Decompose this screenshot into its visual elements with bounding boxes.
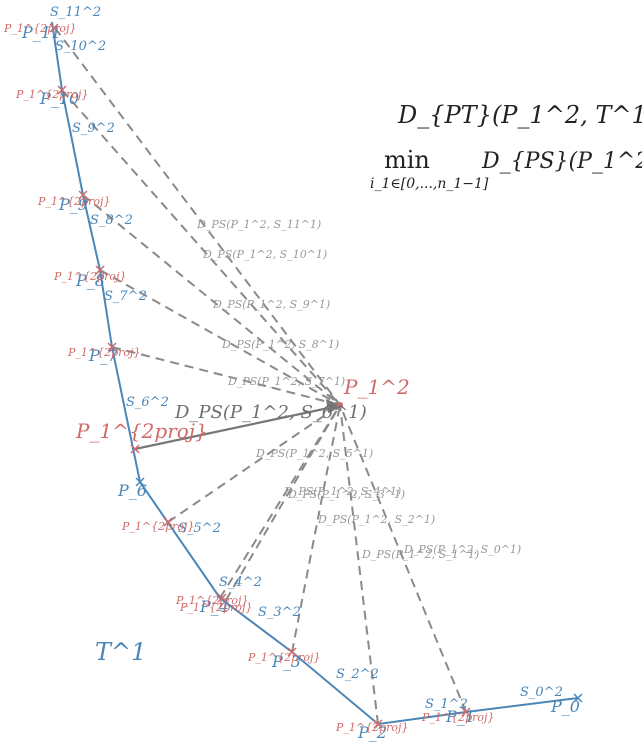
dashed-distance-lines [54,27,467,725]
proj-marker-9 [78,190,88,200]
distance-label: D_PS(P_1^2, S_7^1) [227,375,345,388]
distance-label: D_PS(P_1^2, S_8^1) [221,338,339,351]
main-distance-label: D_PS(P_1^2, S_6^1) [174,402,367,423]
vertex-markers [135,477,583,703]
segment-label: S_2^2 [336,667,379,682]
formula-min: min [384,146,430,174]
dashed-line-7 [111,346,341,406]
curve-label: T^1 [95,638,146,666]
segment-labels: S_0^2 S_1^2 S_2^2 S_3^2 S_4^2 S_5^2 S_6^… [50,5,563,712]
formula-sub: i_1∈[0,...,n_1−1] [370,176,489,192]
proj-marker-6 [130,444,140,454]
distance-label: D_PS(P_1^2, S_5^1) [255,447,373,460]
proj-marker-10 [57,85,67,95]
vertex-label: P_8 [75,271,105,290]
proj-label: P_1^{2proj} [121,520,194,533]
proj-marker-3 [287,647,297,657]
distance-label: D_PS(P_1^2, S_4^1) [283,485,401,498]
vertex-label: P_2 [357,723,387,742]
projection-markers [49,23,471,729]
proj-marker-11 [49,23,59,33]
formula-line1: D_{PT}(P_1^2, T^1) = [397,101,642,129]
proj-label: P_1^{2proj} [421,711,494,724]
segment-label: S_3^2 [258,605,301,620]
distance-label: D_PS(P_1^2, S_9^1) [212,298,330,311]
proj-label: P_1^{2proj} [247,651,320,664]
formula-line2: D_{PS}(P_1^2, S_{i_1}^1) [481,149,642,174]
dashed-line-5 [167,404,341,523]
distance-label: D_PS(P_1^2, S_11^1) [196,218,321,231]
query-point [337,402,343,408]
main-arrowhead [326,399,342,413]
proj-marker-5 [163,517,173,527]
dashed-line-1 [339,404,467,713]
vertex-label: P_7 [88,346,119,365]
proj-label: P_1^{2proj} [335,721,408,734]
projection-labels: P_1^{2proj} P_1^{2proj} P_1^{2proj} P_1^… [3,22,494,734]
vertex-labels: P_0 P_1 P_2 P_3 P_4 P_6 P_7 P_8 P_9 P_10… [21,23,580,742]
vertex-marker-6 [135,477,145,487]
vertex-label: P_10 [39,89,79,108]
dashed-line-10 [61,89,341,406]
proj-label: P_1^{2proj} [67,346,140,359]
query-point-label: P_1^2 [343,375,410,399]
segment-label: S_0^2 [520,685,563,700]
dashed-line-3 [291,404,341,653]
distance-label: D_PS(P_1^2, S_2^1) [317,513,435,526]
vertex-label: P_3 [271,652,301,671]
proj-marker-7 [107,342,117,352]
proj-marker-1 [461,707,471,717]
dashed-line-4a [219,404,341,599]
proj-label: P_1^{2proj} [53,270,126,283]
segment-label: S_5^2 [178,521,221,536]
segment-label: S_4^2 [219,575,262,590]
distance-label: D_PS(P_1^2, S_10^1) [202,248,327,261]
proj-marker-2 [373,719,383,729]
proj-label: P_1^{2proj} [179,601,252,614]
segment-label: S_6^2 [126,395,169,410]
distance-label: D_PS(P_1^2, S_0^1) [403,543,521,556]
segment-label: S_8^2 [90,213,133,228]
proj-label: P_1^{2proj} [37,195,110,208]
dashed-line-2 [339,404,379,725]
segment-label: S_10^2 [55,39,106,54]
proj-label: P_1^{2proj} [3,22,76,35]
main-distance-line [134,404,339,451]
segment-label: S_9^2 [72,121,115,136]
proj-label: P_1^{2proj} [175,594,248,607]
distance-labels: D_PS(P_1^2, S_11^1) D_PS(P_1^2, S_10^1) … [196,218,521,561]
proj-marker-8 [95,265,105,275]
vertex-label: P_0 [550,697,580,716]
distance-label: D_PS(P_1^2, S_1^1) [361,548,479,561]
segment-label: S_1^2 [425,697,468,712]
dashed-line-9 [82,194,341,406]
vertex-label: P_9 [58,195,88,214]
proj-label: P_1^{2proj} [15,88,88,101]
vertex-marker-0 [573,693,583,703]
vertex-label: P_6 [117,481,147,500]
proj-marker-4 [217,593,227,603]
vertex-label: P_4 [199,597,229,616]
segment-label: S_7^2 [104,289,147,304]
dashed-line-8 [99,269,341,406]
dashed-line-4b [225,404,341,601]
vertex-label: P_11 [21,23,61,42]
dashed-line-11 [54,27,341,406]
segment-label: S_11^2 [50,5,101,20]
distance-label: D_PS(P_1^2, S_3^1) [287,488,405,501]
main-projection-label: P_1^{2proj} [75,419,208,443]
vertex-label: P_1 [445,707,475,726]
